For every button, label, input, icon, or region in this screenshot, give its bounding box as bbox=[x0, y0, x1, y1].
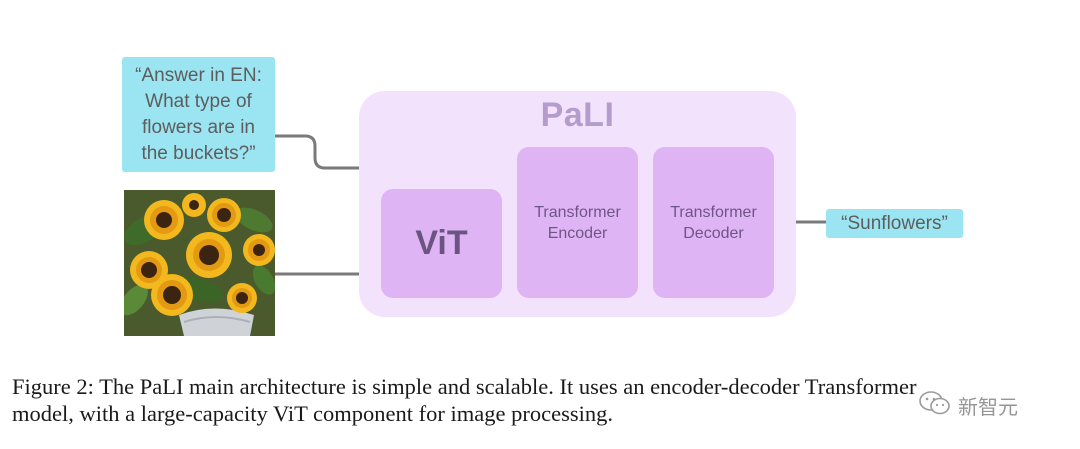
pali-title: PaLI bbox=[540, 96, 615, 134]
transformer-encoder-block: Transformer Encoder bbox=[517, 147, 638, 298]
question-line-4: the buckets?” bbox=[141, 142, 256, 164]
answer-text: “Sunflowers” bbox=[841, 212, 948, 234]
question-line-3: flowers are in bbox=[142, 116, 255, 138]
wechat-icon bbox=[918, 389, 952, 422]
question-to-encoder-wire bbox=[275, 134, 517, 170]
answer-bubble: “Sunflowers” bbox=[826, 209, 963, 238]
question-line-2: What type of bbox=[145, 90, 252, 112]
watermark-text: 新智元 bbox=[958, 394, 1018, 419]
caption-line-1: Figure 2: The PaLI main architecture is … bbox=[12, 374, 917, 399]
vit-block: ViT bbox=[381, 189, 502, 298]
decoder-label-line-2: Decoder bbox=[683, 224, 744, 242]
encoder-label-line-2: Encoder bbox=[547, 224, 608, 242]
figure-caption: Figure 2: The PaLI main architecture is … bbox=[12, 373, 1078, 427]
sunflowers-photo bbox=[124, 190, 275, 336]
question-bubble: “Answer in EN: What type of flowers are … bbox=[122, 57, 275, 172]
question-line-1: “Answer in EN: bbox=[135, 64, 262, 86]
encoder-label-line-1: Transformer bbox=[534, 203, 621, 221]
vit-label: ViT bbox=[415, 224, 468, 262]
decoder-label-line-1: Transformer bbox=[670, 203, 757, 221]
caption-line-2: model, with a large-capacity ViT compone… bbox=[12, 401, 613, 426]
watermark: 新智元 bbox=[918, 388, 1048, 422]
transformer-decoder-block: Transformer Decoder bbox=[653, 147, 774, 298]
